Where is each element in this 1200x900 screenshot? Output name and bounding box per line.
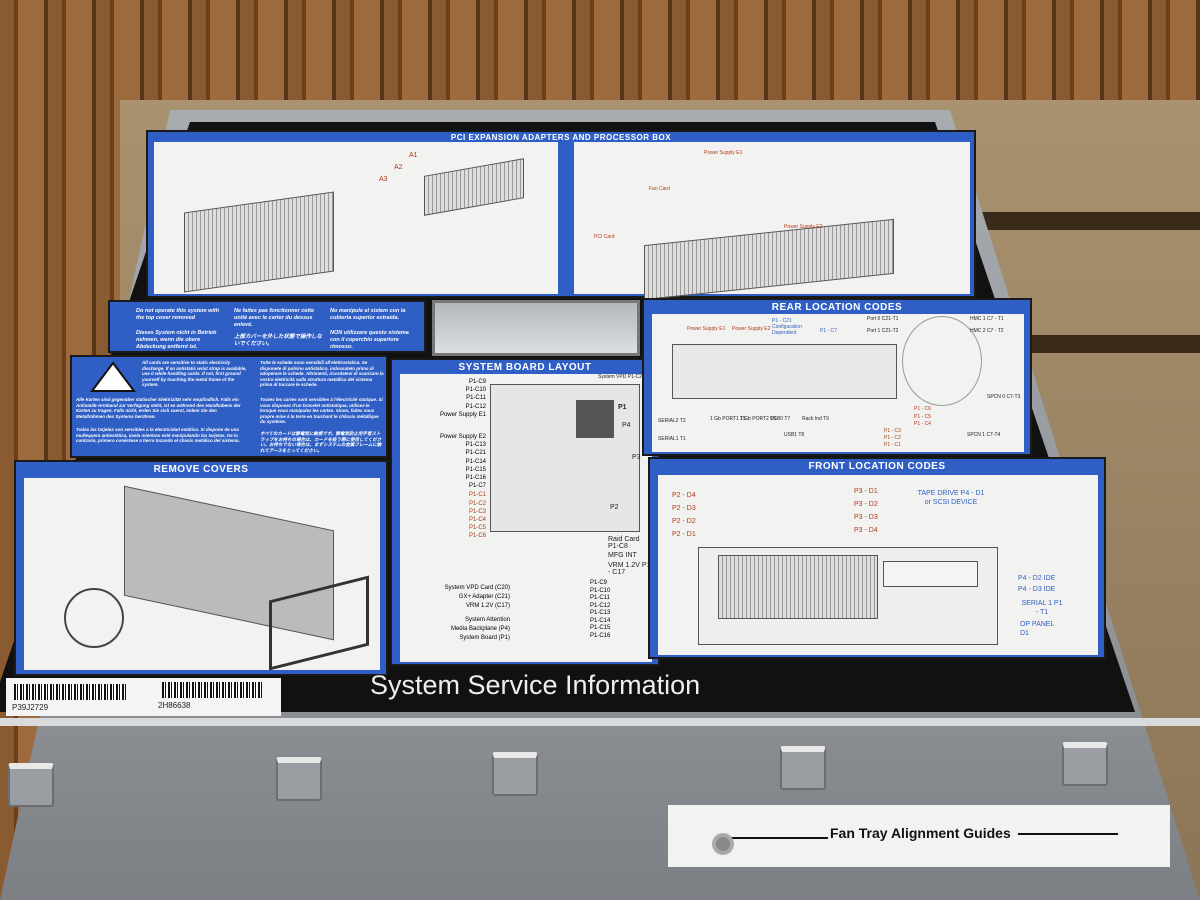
- cover-latch-tab: [276, 757, 322, 801]
- callout: A2: [394, 164, 403, 171]
- legend-right: P1-C9 P1-C10 P1-C11 P1-C12 P1-C13 P1-C14…: [590, 580, 611, 639]
- fan-drawing: [424, 158, 524, 216]
- processor-box-diagram: Power Supply E1 Power Supply E2 PCI Card…: [574, 142, 970, 301]
- remove-covers-diagram: [24, 478, 380, 671]
- guide-arrow-line: [718, 837, 828, 839]
- legend-left: System VPD Card (C20) GX+ Adapter (C21) …: [444, 585, 510, 641]
- remove-covers-title: REMOVE COVERS: [153, 464, 249, 475]
- remove-covers-panel: REMOVE COVERS: [14, 460, 388, 676]
- cover-window: [432, 300, 640, 356]
- screw-icon: [712, 833, 734, 855]
- esd-warning-icon: [90, 361, 136, 392]
- callout: A3: [379, 176, 388, 183]
- processor-block: [576, 400, 614, 438]
- board-drawing: [490, 384, 640, 532]
- barcode: [162, 682, 262, 698]
- cover-latch-tab: [780, 746, 826, 790]
- esd-fr: Toutes les cartes sont sensibles à l'éle…: [260, 397, 383, 424]
- pci-title: PCI EXPANSION ADAPTERS AND PROCESSOR BOX: [450, 133, 672, 142]
- disk-bays: [718, 555, 878, 619]
- board-label: P3: [632, 454, 641, 461]
- guide-arrow-line: [1018, 833, 1118, 835]
- esd-de: Alle Karten sind gegenüber statischer El…: [76, 397, 241, 419]
- serial-number: 2H86638: [158, 701, 191, 710]
- warning-en: Do not operate this system with the top …: [136, 308, 220, 321]
- warning-de: Dieses System nicht in Betrieb nehmen, w…: [136, 330, 217, 350]
- pallet-gap: [960, 212, 1200, 230]
- part-number: P39J2729: [12, 703, 49, 712]
- system-board-panel: SYSTEM BOARD LAYOUT System VPD Card (C20…: [390, 358, 660, 666]
- tape-drive-bay: [883, 561, 978, 587]
- board-label: Raid Card P1-C8: [608, 536, 640, 550]
- cover-latch-tab: [492, 752, 538, 796]
- board-label: VRM 1.2V P1 - C17: [608, 562, 651, 576]
- esd-en: All cards are sensitive to static electr…: [142, 360, 247, 387]
- rear-title: REAR LOCATION CODES: [771, 302, 903, 313]
- barcode-sticker: P39J2729 2H86638: [6, 678, 281, 716]
- processor-drawing: [644, 218, 894, 301]
- board-label: System VPD P1-C20: [598, 374, 645, 380]
- warning-it: NON utilizzare questo sistema con il cop…: [330, 330, 409, 350]
- esd-panel: All cards are sensitive to static electr…: [70, 355, 388, 458]
- pci-adapters-diagram: A1 A2 A3: [154, 142, 558, 294]
- board-label: P2: [610, 504, 619, 511]
- chassis-drawing: [184, 191, 334, 293]
- callout: Power Supply E2: [784, 224, 823, 230]
- fan-tray-label: Fan Tray Alignment Guides: [830, 825, 1011, 841]
- board-label: P4: [622, 422, 631, 429]
- callout: PCI Card: [594, 234, 615, 240]
- footer-title: System Service Information: [370, 670, 701, 700]
- cover-detail-circle: [64, 588, 124, 648]
- barcode: [14, 684, 126, 700]
- system-board-title: SYSTEM BOARD LAYOUT: [458, 362, 592, 373]
- callout: Fan Card: [649, 186, 670, 192]
- rear-diagram: Power Supply E1 Power Supply E2 P1 - C21…: [652, 314, 1024, 452]
- warning-panel: Do not operate this system with the top …: [108, 300, 426, 353]
- fan-tray-sticker: Fan Tray Alignment Guides: [668, 805, 1170, 867]
- board-label: P1: [618, 404, 627, 411]
- esd-es: Todas las tarjetas son sensibles a la el…: [76, 427, 240, 443]
- rear-chassis-drawing: [672, 344, 897, 399]
- tape-drive-label: TAPE DRIVE P4 - D1 or SCSI DEVICE: [917, 490, 985, 506]
- cover-ridge: [0, 718, 1200, 726]
- warning-es: No manipule el sistem con la cubierta su…: [330, 308, 406, 321]
- esd-it: Tutte le schede sono sensibili all'elett…: [260, 360, 384, 387]
- rear-location-panel: REAR LOCATION CODES Power Supply E1 Powe…: [642, 298, 1032, 456]
- warning-ja: 上部カバーを外した状態で操作しないでください。: [234, 334, 323, 347]
- callout: Power Supply E1: [704, 150, 743, 156]
- esd-ja: すべてのカードは静電気に敏感です。静電気防止用手首ストラップをお持ちの場合は、カ…: [260, 431, 382, 453]
- front-title: FRONT LOCATION CODES: [808, 461, 946, 472]
- cover-latch-tab: [1062, 742, 1108, 786]
- board-legend: System VPD Card (C20) GX+ Adapter (C21) …: [420, 580, 630, 654]
- board-left-labels: P1-C9 P1-C10 P1-C11 P1-C12 Power Supply …: [439, 379, 486, 540]
- cover-latch-tab: [8, 763, 54, 807]
- warning-fr: Ne faites pas fonctionner cette unité av…: [234, 308, 315, 328]
- pci-panel: PCI EXPANSION ADAPTERS AND PROCESSOR BOX…: [146, 130, 976, 301]
- detail-circle: [902, 316, 982, 406]
- board-label: MFG INT: [608, 552, 637, 559]
- system-board-diagram: System VPD Card (C20) GX+ Adapter (C21) …: [400, 374, 652, 662]
- callout: A1: [409, 152, 418, 159]
